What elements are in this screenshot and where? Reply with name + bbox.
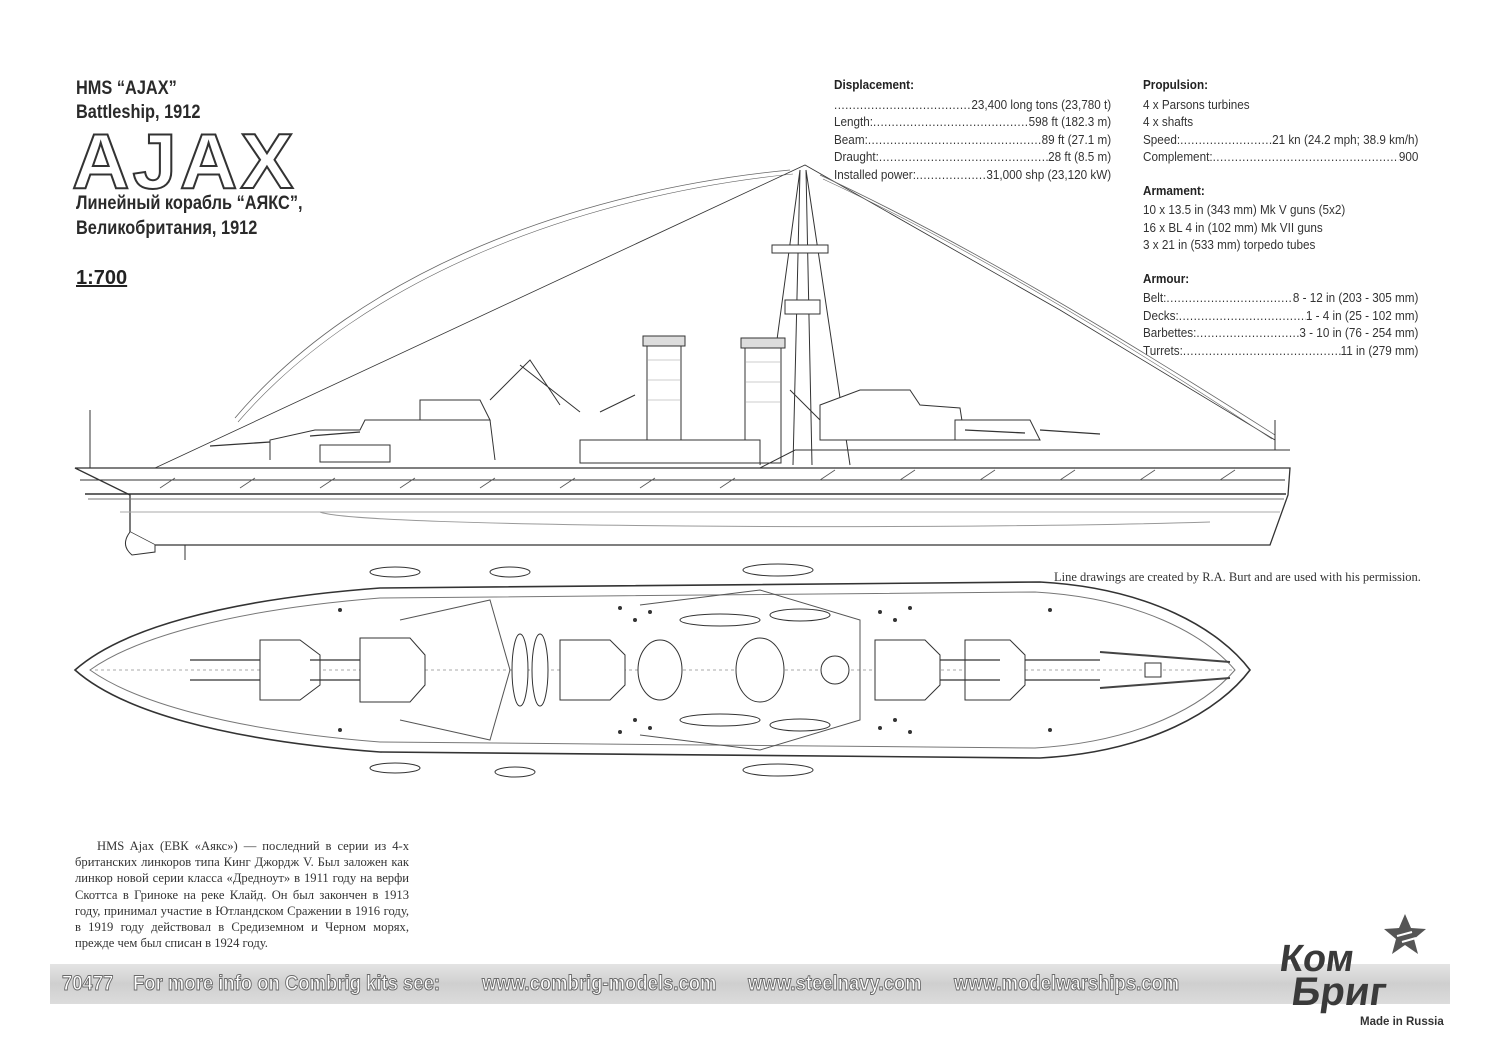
armament-line: 16 x BL 4 in (102 mm) Mk VII guns [1143, 219, 1323, 235]
armament-line: 3 x 21 in (533 mm) torpedo tubes [1143, 237, 1316, 252]
leader-dots [873, 113, 1029, 131]
leader-dots [868, 131, 1042, 149]
spec-row: Speed: 21 kn (24.2 mph; 38.9 km/h) [1143, 131, 1418, 149]
title-type: Battleship, 1912 [76, 102, 201, 123]
spec-label: Turrets: [1143, 342, 1183, 358]
spec-value: 23,400 long tons (23,780 t) [971, 96, 1112, 112]
leader-dots [1180, 131, 1272, 149]
leader-dots [834, 96, 971, 114]
propulsion-block: Propulsion: 4 x Parsons turbines 4 x sha… [1143, 76, 1418, 359]
spec-row: Beam: 89 ft (27.1 m) [834, 131, 1111, 149]
spec-row: Turrets: 11 in (279 mm) [1143, 342, 1418, 360]
propulsion-turbines: 4 x Parsons turbines [1143, 96, 1250, 112]
kit-number: 70477 [62, 972, 114, 996]
displacement-heading: Displacement: [834, 77, 914, 92]
spec-row: 23,400 long tons (23,780 t) [834, 96, 1111, 114]
logo-word-brig: Бриг [1288, 970, 1390, 1014]
ship-history-text: HMS Ajax (ЕВК «Аякс») — последний в сери… [75, 839, 409, 951]
spec-value: 3 - 10 in (76 - 254 mm) [1299, 325, 1419, 340]
spec-value: 89 ft (27.1 m) [1041, 131, 1112, 147]
spec-value: 598 ft (182.3 m) [1028, 114, 1112, 129]
footer-band [50, 964, 1450, 1004]
spec-row: Belt: 8 - 12 in (203 - 305 mm) [1143, 289, 1418, 307]
link-modelwarships[interactable]: www.modelwarships.com [954, 972, 1180, 996]
spec-row: Length: 598 ft (182.3 m) [834, 113, 1111, 131]
title-english: HMS “AJAX” [76, 78, 177, 99]
displacement-block: Displacement: 23,400 long tons (23,780 t… [834, 76, 1111, 183]
star-emblem-icon [1384, 914, 1426, 954]
link-steelnavy[interactable]: www.steelnavy.com [748, 972, 922, 996]
spec-value: 11 in (279 mm) [1340, 342, 1419, 358]
spec-label: Speed: [1143, 131, 1181, 147]
ship-side-profile-drawing [74, 164, 1291, 560]
spec-label: Draught: [834, 149, 879, 164]
spec-label: Beam: [834, 131, 868, 147]
propulsion-shafts: 4 x shafts [1143, 114, 1194, 129]
spec-value: 900 [1398, 149, 1419, 164]
spec-label: Length: [834, 114, 874, 129]
spec-value: 21 kn (24.2 mph; 38.9 km/h) [1272, 131, 1419, 147]
spec-value: 8 - 12 in (203 - 305 mm) [1292, 290, 1419, 305]
spec-value: 28 ft (8.5 m) [1048, 149, 1112, 164]
ship-plan-view-drawing [73, 563, 1252, 778]
ship-name-outline: AJAX [71, 117, 297, 205]
spec-row: Decks: 1 - 4 in (25 - 102 mm) [1143, 307, 1418, 325]
title-russian: Линейный корабль “АЯКС”, [76, 193, 303, 214]
drawing-credit: Line drawings are created by R.A. Burt a… [1054, 570, 1421, 584]
spec-row: Draught: 28 ft (8.5 m) [834, 148, 1111, 166]
footer-info-text: For more info on Combrig kits see: [133, 972, 441, 996]
spec-label: Installed power: [834, 166, 916, 182]
spec-label: Belt: [1143, 290, 1167, 305]
link-combrig-models[interactable]: www.combrig-models.com [482, 972, 717, 996]
spec-row: Installed power: 31,000 shp (23,120 kW) [834, 166, 1111, 184]
title-russian-country: Великобритания, 1912 [76, 218, 258, 239]
spec-label: Complement: [1143, 149, 1213, 164]
propulsion-heading: Propulsion: [1143, 77, 1208, 92]
spec-label: Barbettes: [1143, 325, 1197, 340]
made-in-russia: Made in Russia [1360, 1016, 1444, 1028]
armament-line: 10 x 13.5 in (343 mm) Mk V guns (5x2) [1143, 202, 1346, 217]
spec-value: 1 - 4 in (25 - 102 mm) [1305, 307, 1419, 323]
spec-label: Decks: [1143, 307, 1179, 323]
spec-value: 31,000 shp (23,120 kW) [986, 166, 1112, 182]
armament-heading: Armament: [1143, 182, 1205, 198]
scale-label: 1:700 [76, 267, 128, 289]
combrig-logo: Ком Бриг Made in Russia [1277, 912, 1448, 1032]
spec-row: Barbettes: 3 - 10 in (76 - 254 mm) [1143, 324, 1418, 342]
spec-row: Complement: 900 [1143, 148, 1418, 166]
armour-heading: Armour: [1143, 270, 1190, 286]
